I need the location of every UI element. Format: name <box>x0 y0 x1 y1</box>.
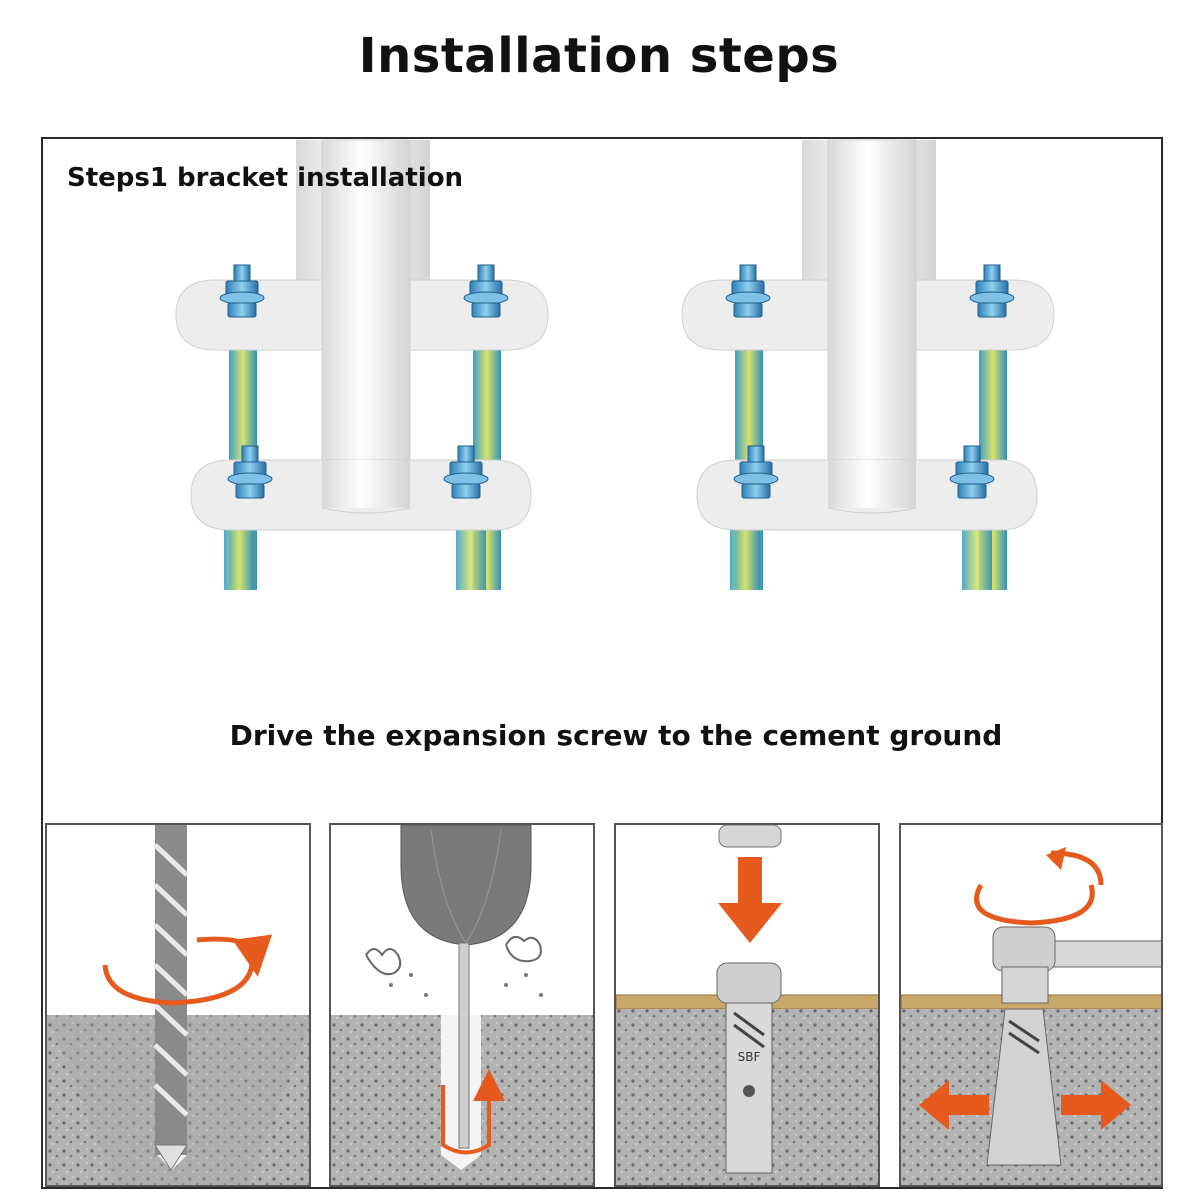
air-blower-icon <box>331 825 593 1185</box>
panel-hammer-in-anchor: SBF <box>614 823 880 1187</box>
hammer-icon: SBF <box>616 825 878 1185</box>
panel-drill-hole <box>45 823 311 1187</box>
step1-label: Steps1 bracket installation <box>67 163 464 193</box>
bracket-illustrations <box>0 0 1198 800</box>
panel-blow-out-dust <box>329 823 595 1187</box>
wrench-icon <box>901 847 1161 1185</box>
bracket-assembly-right <box>682 140 1054 590</box>
drive-instruction: Drive the expansion screw to the cement … <box>229 719 1003 752</box>
bracket-assembly-left <box>176 140 548 590</box>
panel-tighten-bolt <box>899 823 1163 1187</box>
anchor-mark: SBF <box>738 1050 761 1064</box>
diagram-frame <box>41 137 1163 1189</box>
page-title: Installation steps <box>358 28 840 84</box>
drill-bit-icon <box>47 825 309 1185</box>
